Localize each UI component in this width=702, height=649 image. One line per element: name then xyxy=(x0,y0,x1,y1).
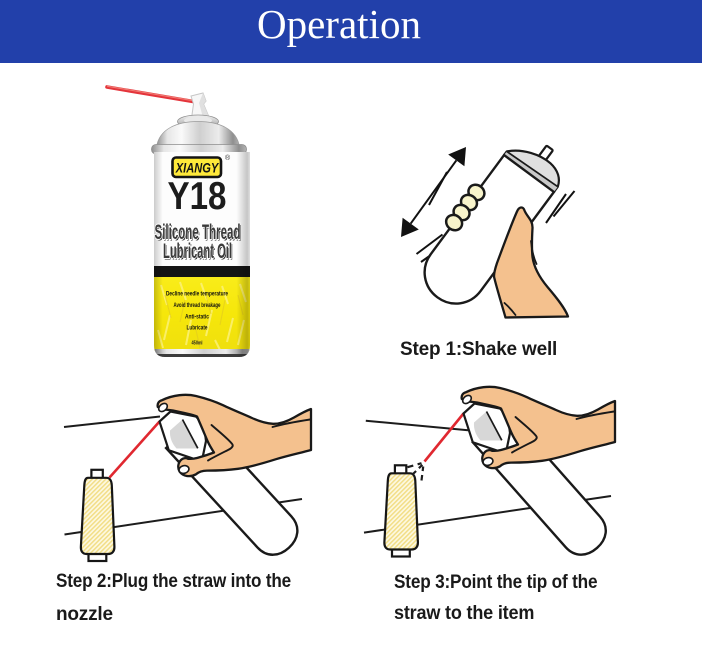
svg-text:®: ® xyxy=(225,154,231,162)
svg-text:Lubricate: Lubricate xyxy=(187,325,208,332)
svg-text:Silicone Thread: Silicone Thread xyxy=(155,221,241,244)
svg-text:Lubricant Oil: Lubricant Oil xyxy=(164,241,233,264)
svg-text:Anti-static: Anti-static xyxy=(185,314,209,321)
svg-text:Decline needle temperature: Decline needle temperature xyxy=(166,291,228,298)
svg-text:Lubricant Oil: Lubricant Oil xyxy=(163,240,232,263)
svg-text:Silicone Thread: Silicone Thread xyxy=(156,222,242,245)
svg-text:Y18: Y18 xyxy=(168,175,227,218)
svg-text:XIANGY: XIANGY xyxy=(175,161,220,176)
svg-text:450ml: 450ml xyxy=(192,341,203,347)
svg-text:Avoid thread breakage: Avoid thread breakage xyxy=(174,302,221,309)
